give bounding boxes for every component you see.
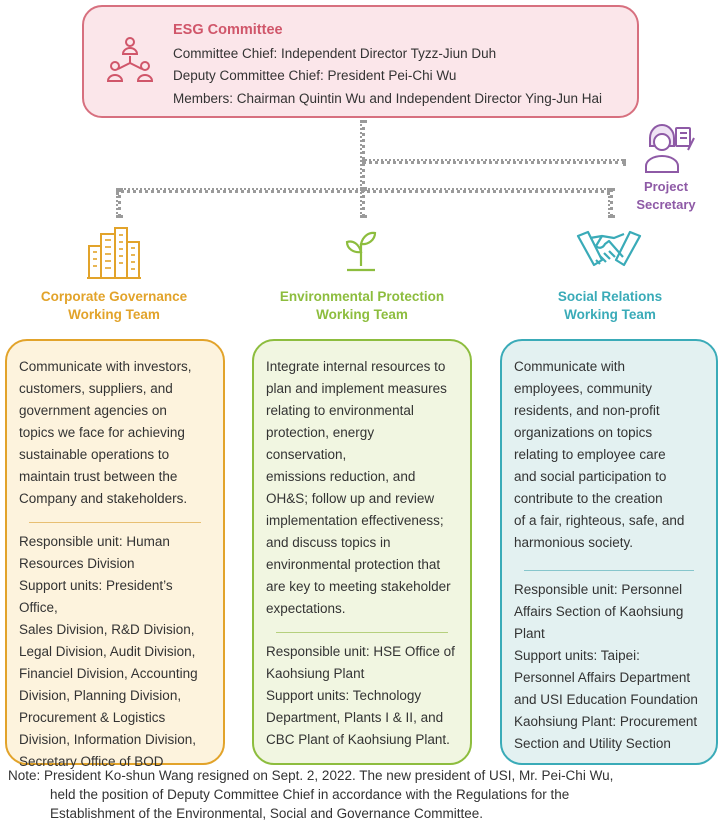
footnote-line3: Establishment of the Environmental, Soci… (50, 806, 483, 821)
units-line: Financiel Division, Accounting (19, 666, 198, 681)
description-line: are key to meeting stakeholder (266, 579, 451, 594)
description-line: Communicate with (514, 359, 626, 374)
description-line: protection, energy conservation, (266, 425, 375, 462)
description-line: contribute to the creation (514, 491, 663, 506)
description-line: Communicate with investors, (19, 359, 192, 374)
deputy-committee-chief: Deputy Committee Chief: President Pei-Ch… (173, 68, 457, 83)
units-line: Sales Division, R&D Division, (19, 622, 195, 637)
units-line: Division, Planning Division, (19, 688, 182, 703)
description-line: Company and stakeholders. (19, 491, 188, 506)
description-line: and social participation to (514, 469, 667, 484)
footnote-line1: Note: President Ko-shun Wang resigned on… (8, 768, 614, 783)
units-line: Support units: Technology (266, 688, 422, 703)
units-line: Procurement & Logistics (19, 710, 166, 725)
units-line: Division, Information Division, (19, 732, 197, 747)
description-line: and discuss topics in (266, 535, 391, 550)
units-line: Personnel Affairs Department (514, 670, 691, 685)
team-box-environmental: Integrate internal resources to plan and… (252, 339, 472, 765)
units-line: Kaohsiung Plant: Procurement (514, 714, 698, 729)
units-line: Resources Division (19, 556, 135, 571)
description-line: sustainable operations to (19, 447, 170, 462)
description-line: relating to employee care (514, 447, 666, 462)
divider (276, 632, 448, 633)
description-line: harmonious society. (514, 535, 634, 550)
description-line: expectations. (266, 601, 346, 616)
units-line: and USI Education Foundation (514, 692, 698, 707)
connector-main-vertical (360, 120, 365, 190)
units-line: Plant (514, 626, 545, 641)
description-line: plan and implement measures (266, 381, 447, 396)
footnote: Note: President Ko-shun Wang resigned on… (8, 766, 723, 823)
divider (29, 522, 201, 523)
description-line: emissions reduction, and (266, 469, 416, 484)
description-line: customers, suppliers, and (19, 381, 173, 396)
team-description: Communicate with investors, customers, s… (19, 341, 211, 510)
units-line: Legal Division, Audit Division, (19, 644, 196, 659)
team-title-environmental: Environmental Protection Working Team (252, 288, 472, 324)
description-line: relating to environmental (266, 403, 414, 418)
units-line: Support units: Taipei: (514, 648, 640, 663)
description-line: of a fair, righteous, safe, and (514, 513, 685, 528)
team-title-social: Social Relations Working Team (510, 288, 710, 324)
description-line: Integrate internal resources to (266, 359, 446, 374)
connector-secretary-horizontal (362, 159, 626, 164)
units-line: Responsible unit: Personnel (514, 582, 683, 597)
team-title-line1: Environmental Protection (279, 289, 445, 304)
divider (524, 570, 694, 571)
team-box-social: Communicate with employees, community re… (500, 339, 718, 765)
team-box-governance: Communicate with investors, customers, s… (5, 339, 225, 769)
description-line: organizations on topics (514, 425, 653, 440)
people-hierarchy-icon (106, 37, 154, 82)
units-line: Responsible unit: Human (19, 534, 170, 549)
committee-members: Members: Chairman Quintin Wu and Indepen… (173, 91, 602, 106)
units-line: Secretary Office of BOD (19, 754, 164, 769)
team-title-line1: Corporate Governance (40, 289, 188, 304)
description-line: OH&S; follow up and review (266, 491, 435, 506)
buildings-icon (87, 227, 141, 279)
connector-left-team (116, 188, 121, 218)
description-line: maintain trust between the (19, 469, 178, 484)
description-line: implementation effectiveness; (266, 513, 444, 528)
description-line: employees, community (514, 381, 653, 396)
connector-middle-team (360, 188, 365, 218)
units-line: CBC Plant of Kaohsiung Plant. (266, 732, 450, 747)
secretary-line2: Secretary (636, 197, 696, 212)
description-line: environmental protection that (266, 557, 441, 572)
footnote-line2: held the position of Deputy Committee Ch… (50, 787, 570, 802)
units-line: Kaohsiung Plant (266, 666, 365, 681)
team-units: Responsible unit: Personnel Affairs Sect… (514, 579, 704, 755)
team-description: Communicate with employees, community re… (514, 341, 704, 554)
team-title-line1: Social Relations (557, 289, 663, 304)
team-title-governance: Corporate Governance Working Team (14, 288, 214, 324)
description-line: topics we face for achieving (19, 425, 185, 440)
units-line: Responsible unit: HSE Office of (266, 644, 455, 659)
units-line: Section and Utility Section (514, 736, 671, 751)
description-line: residents, and non-profit (514, 403, 660, 418)
team-description: Integrate internal resources to plan and… (266, 341, 458, 620)
units-line: Affairs Section of Kaohsiung (514, 604, 684, 619)
committee-chief: Committee Chief: Independent Director Ty… (173, 46, 497, 61)
units-line: Department, Plants I & II, and (266, 710, 444, 725)
esg-committee-box: ESG Committee Committee Chief: Independe… (82, 5, 639, 118)
connector-right-team (608, 188, 613, 218)
secretary-line1: Project (643, 179, 689, 194)
team-title-line2: Working Team (316, 307, 408, 322)
team-title-line2: Working Team (564, 307, 656, 322)
handshake-icon (576, 230, 642, 267)
project-secretary-label: Project Secretary (620, 178, 712, 214)
units-line: Support units: President’s Office, (19, 578, 173, 615)
team-units: Responsible unit: Human Resources Divisi… (19, 531, 211, 773)
team-units: Responsible unit: HSE Office of Kaohsiun… (266, 641, 458, 751)
description-line: government agencies on (19, 403, 167, 418)
secretary-icon (645, 124, 695, 173)
committee-title: ESG Committee (173, 22, 283, 38)
team-title-line2: Working Team (68, 307, 160, 322)
sprout-icon (345, 231, 377, 272)
